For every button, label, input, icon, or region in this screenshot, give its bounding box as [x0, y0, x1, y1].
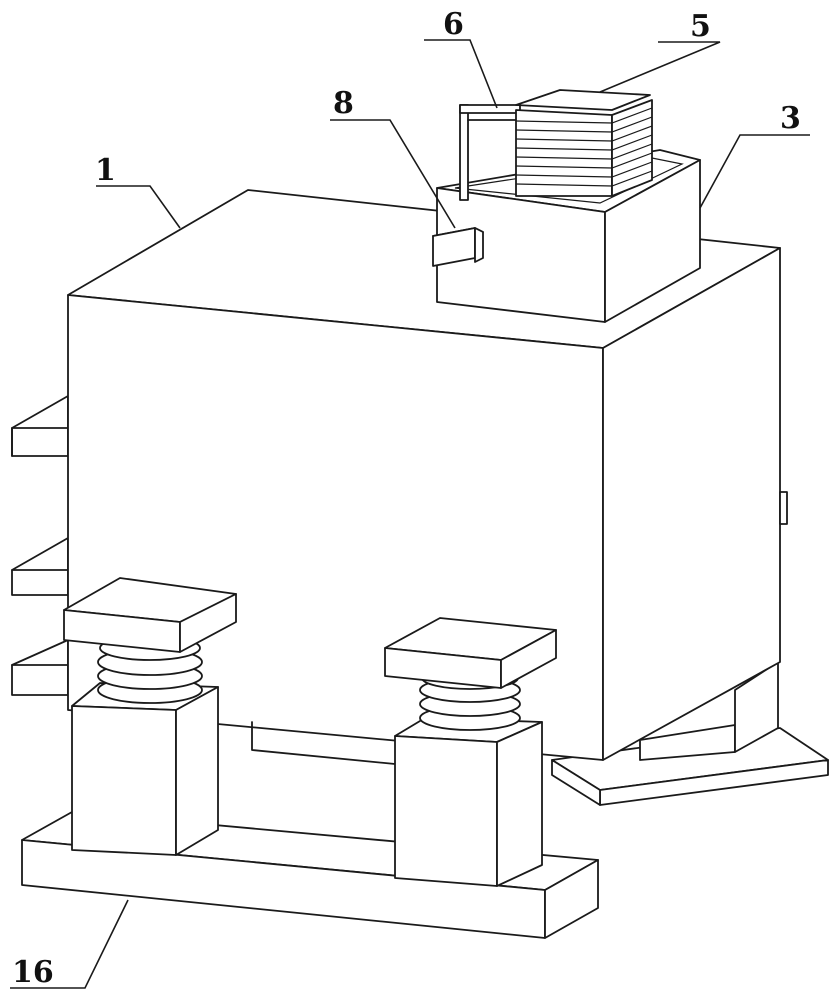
label-part-8: 8	[333, 86, 354, 121]
filter-stack	[516, 90, 652, 196]
left-support-leg	[64, 578, 236, 855]
label-part-1: 1	[95, 153, 116, 188]
shelf-plates	[12, 396, 68, 695]
label-part-6: 6	[443, 7, 464, 42]
label-part-16: 16	[12, 955, 54, 990]
label-part-5: 5	[690, 9, 711, 44]
label-part-3: 3	[780, 101, 801, 136]
control-box	[433, 228, 483, 266]
right-support-leg	[385, 618, 556, 886]
